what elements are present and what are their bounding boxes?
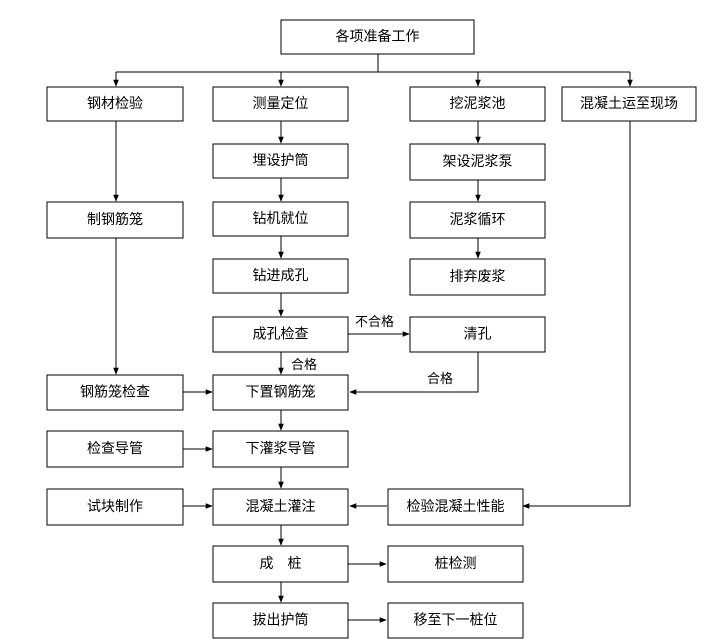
connectors <box>113 54 633 623</box>
node-bury-casing-label: 埋设护筒 <box>253 152 309 169</box>
node-survey: 测量定位 <box>212 86 349 122</box>
node-clean-hole: 清孔 <box>409 316 546 353</box>
node-survey-label: 测量定位 <box>253 96 309 112</box>
node-pile-test-label: 桩检测 <box>435 555 477 572</box>
edge-transport-concretetest <box>522 121 631 509</box>
label-fail: 不合格 <box>355 314 394 330</box>
edge-cleanhole-lowercage <box>349 352 479 395</box>
node-make-cage: 制钢筋笼 <box>46 201 184 239</box>
node-pour: 混凝土灌注 <box>212 488 349 526</box>
node-lower-pipe-label: 下灌浆导管 <box>246 441 316 457</box>
label-pass: 合格 <box>291 357 317 373</box>
node-lower-cage-label: 下置钢筋笼 <box>246 384 316 401</box>
node-mud-pump: 架设泥浆泵 <box>409 143 546 181</box>
node-prep-label: 各项准备工作 <box>336 28 420 45</box>
node-test-block-label: 试块制作 <box>87 499 143 515</box>
node-concrete-transport-label: 混凝土运至现场 <box>580 96 678 112</box>
node-pull-casing: 拔出护筒 <box>212 602 349 639</box>
node-mud-cycle: 泥浆循环 <box>409 201 546 239</box>
node-mud-cycle-label: 泥浆循环 <box>450 212 506 228</box>
node-cage-check: 钢筋笼检查 <box>46 374 184 411</box>
node-pull-casing-label: 拔出护筒 <box>253 612 309 629</box>
label-pass-clean: 合格 <box>427 371 453 387</box>
node-steel-inspect-label: 钢材检验 <box>87 96 143 112</box>
node-pile: 成 桩 <box>212 545 349 583</box>
node-next-pile: 移至下一桩位 <box>387 602 524 639</box>
node-discard-mud: 排弃废浆 <box>409 258 546 296</box>
node-check-pipe-label: 检查导管 <box>87 441 143 457</box>
node-drilling-label: 钻进成孔 <box>253 268 309 284</box>
node-concrete-test: 检验混凝土性能 <box>387 488 524 526</box>
node-cage-check-label: 钢筋笼检查 <box>80 384 150 401</box>
node-check-pipe: 检查导管 <box>46 430 184 468</box>
node-hole-check: 成孔检查 <box>212 316 349 353</box>
node-mud-pump-label: 架设泥浆泵 <box>443 154 513 170</box>
node-lower-pipe: 下灌浆导管 <box>212 430 349 468</box>
node-next-pile-label: 移至下一桩位 <box>414 612 498 629</box>
node-lower-cage: 下置钢筋笼 <box>212 374 349 411</box>
node-clean-hole-label: 清孔 <box>464 327 492 343</box>
node-drill-position: 钻机就位 <box>212 201 349 237</box>
node-pile-test: 桩检测 <box>387 545 524 583</box>
node-mud-pit: 挖泥浆池 <box>409 86 546 122</box>
node-pour-label: 混凝土灌注 <box>246 499 316 515</box>
node-discard-mud-label: 排弃废浆 <box>450 269 506 285</box>
node-mud-pit-label: 挖泥浆池 <box>450 96 506 112</box>
node-drilling: 钻进成孔 <box>212 258 349 294</box>
node-test-block: 试块制作 <box>46 488 184 526</box>
node-steel-inspect: 钢材检验 <box>46 86 184 122</box>
node-pile-label: 成 桩 <box>260 555 302 572</box>
node-prep: 各项准备工作 <box>280 19 475 55</box>
node-make-cage-label: 制钢筋笼 <box>87 211 143 228</box>
node-hole-check-label: 成孔检查 <box>253 327 309 343</box>
node-drill-position-label: 钻机就位 <box>253 211 309 227</box>
node-concrete-test-label: 检验混凝土性能 <box>407 499 505 515</box>
node-bury-casing: 埋设护筒 <box>212 143 349 179</box>
node-concrete-transport: 混凝土运至现场 <box>561 86 697 122</box>
